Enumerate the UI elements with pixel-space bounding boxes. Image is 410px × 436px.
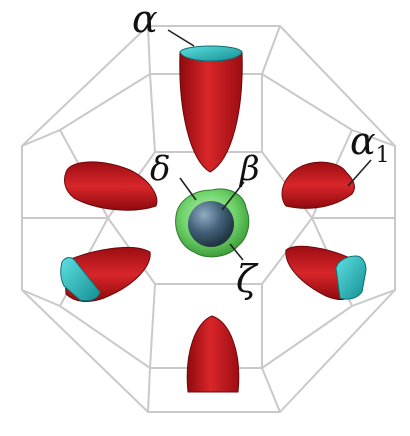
wire-edge <box>149 283 156 369</box>
wire-edge <box>21 129 61 147</box>
alpha-pointer <box>167 29 195 47</box>
wire-edge <box>59 305 151 369</box>
alpha1-label-base: α <box>350 119 376 163</box>
beta-pocket <box>188 201 234 247</box>
alpha1-pocket-upper-right <box>281 161 355 209</box>
beta-pointer <box>221 181 245 211</box>
delta-label: δ <box>150 149 170 189</box>
alpha-pocket-lower-right <box>285 245 367 300</box>
zeta-label: ζ <box>236 257 259 301</box>
alpha-label: α <box>132 0 158 41</box>
label-pointers <box>167 29 372 261</box>
alpha1-label-subscript: 1 <box>376 143 390 168</box>
delta-pointer <box>179 177 197 201</box>
wire-edge <box>149 73 156 153</box>
wire-edge <box>351 129 396 147</box>
beta-label: β <box>238 149 260 189</box>
alpha-pocket-lower-left <box>60 246 151 302</box>
alpha-pocket-upper-left <box>64 161 158 211</box>
brillouin-zone-wireframe <box>21 25 396 413</box>
alpha1-label: α1 <box>350 119 390 168</box>
alpha-pocket-top <box>179 45 243 173</box>
zeta-pointer <box>229 243 244 261</box>
wire-edge <box>351 289 396 307</box>
central-pockets <box>175 188 250 258</box>
wire-edge <box>261 73 353 131</box>
alpha-pocket-bottom <box>186 315 240 393</box>
wire-edge <box>21 289 61 307</box>
alpha1-pointer <box>347 159 372 187</box>
wire-edge <box>261 305 353 369</box>
wire-edge <box>59 73 151 131</box>
